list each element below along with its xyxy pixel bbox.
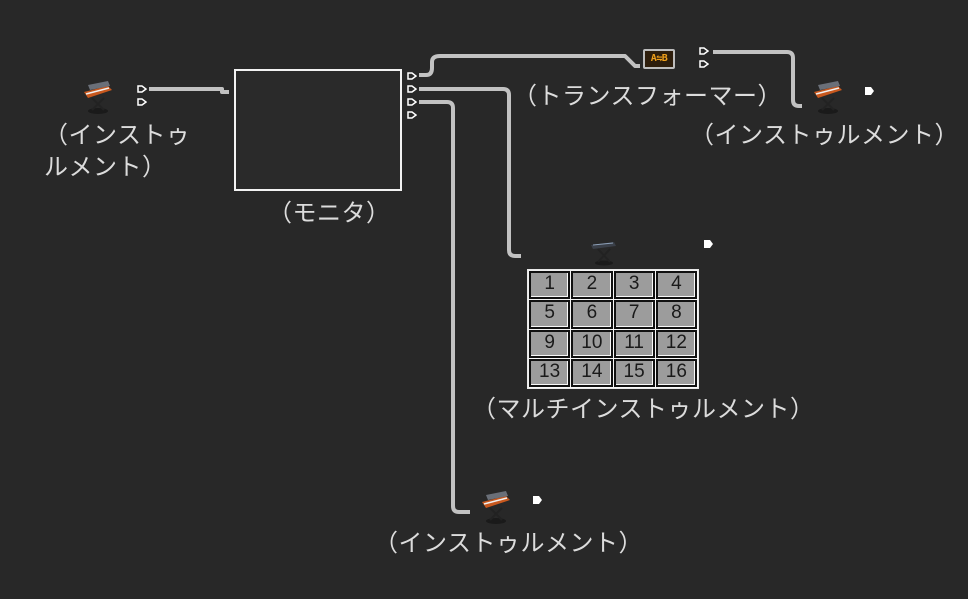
output-port-icon[interactable] <box>699 60 709 68</box>
instrument-left-label-2: ルメント） <box>44 153 167 181</box>
monitor-object[interactable] <box>234 69 402 191</box>
keyboard-stand-icon <box>591 242 616 266</box>
cable-monitor-to-bottom-instrument <box>419 100 470 514</box>
synth-keyboard-icon <box>482 491 510 524</box>
channel-cell[interactable]: 3 <box>613 271 655 300</box>
channel-cell[interactable]: 13 <box>529 358 571 387</box>
channel-cell[interactable]: 2 <box>571 271 613 300</box>
multi-instrument-channel-grid: 1 2 3 4 5 6 7 8 9 10 11 12 13 14 15 16 <box>527 269 699 389</box>
channel-cell[interactable]: 5 <box>529 300 571 329</box>
channel-cell[interactable]: 7 <box>613 300 655 329</box>
instrument-left[interactable] <box>80 80 120 116</box>
instrument-right[interactable] <box>810 80 850 116</box>
channel-cell[interactable]: 4 <box>655 271 697 300</box>
transformer-ab-icon[interactable]: A⇋B <box>643 49 675 69</box>
output-port-icon[interactable] <box>137 85 147 93</box>
instrument-bottom-label: （インストゥルメント） <box>374 529 644 557</box>
multi-instrument-icon[interactable] <box>588 237 620 267</box>
channel-cell[interactable]: 8 <box>655 300 697 329</box>
synth-keyboard-icon <box>814 81 842 114</box>
cable-monitor-to-multi <box>419 87 521 258</box>
transformer-label: （トランスフォーマー） <box>513 82 783 110</box>
channel-cell[interactable]: 15 <box>613 358 655 387</box>
cable-transformer-to-instrument <box>713 50 802 108</box>
cable-instrument-to-monitor <box>149 87 229 94</box>
output-port-icon[interactable] <box>407 72 417 80</box>
channel-cell[interactable]: 9 <box>529 329 571 358</box>
channel-cell[interactable]: 1 <box>529 271 571 300</box>
instrument-bottom[interactable] <box>478 490 518 526</box>
channel-cell[interactable]: 10 <box>571 329 613 358</box>
cable-monitor-to-transformer <box>419 54 640 77</box>
multi-instrument-label: （マルチインストゥルメント） <box>472 395 815 423</box>
output-port-icon[interactable] <box>137 98 147 106</box>
channel-cell[interactable]: 12 <box>655 329 697 358</box>
channel-cell[interactable]: 11 <box>613 329 655 358</box>
monitor-label: （モニタ） <box>268 199 391 227</box>
channel-cell[interactable]: 16 <box>655 358 697 387</box>
midi-out-icon[interactable] <box>532 495 544 505</box>
midi-out-icon[interactable] <box>703 239 715 249</box>
instrument-right-label: （インストゥルメント） <box>690 121 960 149</box>
output-port-icon[interactable] <box>407 85 417 93</box>
output-port-icon[interactable] <box>407 98 417 106</box>
output-port-icon[interactable] <box>407 111 417 119</box>
output-port-icon[interactable] <box>699 47 709 55</box>
instrument-left-label-1: （インストゥ <box>44 121 191 149</box>
channel-cell[interactable]: 14 <box>571 358 613 387</box>
synth-keyboard-icon <box>84 81 112 114</box>
midi-out-icon[interactable] <box>864 86 876 96</box>
channel-cell[interactable]: 6 <box>571 300 613 329</box>
